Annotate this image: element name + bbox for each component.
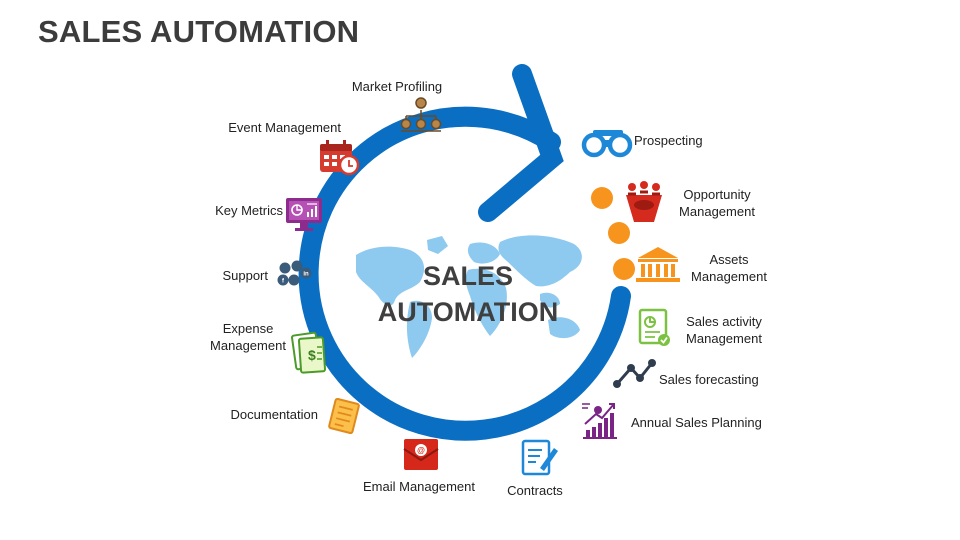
label-event-management: Event Management	[228, 120, 341, 135]
cycle-arrow	[478, 64, 564, 222]
bank-building-icon	[636, 247, 680, 282]
contract-pen-icon	[521, 439, 558, 476]
document-icon	[328, 397, 360, 435]
target-figures-icon	[626, 181, 662, 222]
growth-chart-icon	[582, 403, 617, 439]
label-opportunity-management: Opportunity Management	[672, 186, 762, 220]
svg-text:f: f	[282, 279, 285, 285]
page-title: SALES AUTOMATION	[38, 14, 360, 49]
label-documentation: Documentation	[230, 407, 318, 422]
label-sales-activity-line-2: Management	[686, 331, 762, 346]
label-contracts: Contracts	[507, 483, 563, 498]
label-expense-management: Expense Management	[205, 320, 291, 354]
svg-text:$: $	[308, 347, 316, 363]
label-email-management: Email Management	[363, 479, 475, 494]
email-envelope-icon: @	[403, 439, 439, 470]
label-expense-line-2: Management	[210, 338, 286, 353]
line-graph-icon	[613, 359, 656, 388]
label-opportunity-line-2: Management	[679, 204, 755, 219]
org-chart-icon	[400, 97, 442, 132]
label-support: Support	[222, 268, 268, 283]
label-sales-forecasting: Sales forecasting	[659, 372, 759, 387]
orange-dot-1	[591, 187, 613, 209]
label-assets-line-1: Assets	[709, 252, 749, 267]
receipt-dollar-icon: $	[291, 331, 327, 374]
checklist-chart-icon	[638, 308, 670, 346]
world-map	[356, 235, 582, 358]
label-annual-sales-planning: Annual Sales Planning	[631, 415, 762, 430]
label-expense-line-1: Expense	[222, 321, 274, 336]
orange-dot-2	[608, 222, 630, 244]
label-sales-activity-line-1: Sales activity	[686, 314, 762, 329]
svg-text:in: in	[303, 272, 309, 278]
center-title: SALES AUTOMATION	[348, 258, 588, 330]
social-icons: in f	[277, 260, 312, 286]
label-assets-management: Assets Management	[684, 251, 774, 285]
center-title-line-1: SALES	[422, 261, 514, 291]
label-key-metrics: Key Metrics	[215, 203, 283, 218]
binoculars-icon	[581, 130, 633, 158]
monitor-dashboard-icon	[286, 198, 322, 231]
svg-text:@: @	[417, 446, 425, 455]
calendar-clock-icon	[320, 140, 360, 176]
label-sales-activity-management: Sales activity Management	[676, 313, 772, 347]
orange-dot-3	[613, 258, 635, 280]
center-title-line-2: AUTOMATION	[377, 297, 559, 327]
label-market-profiling: Market Profiling	[351, 79, 443, 94]
label-assets-line-2: Management	[691, 269, 767, 284]
label-opportunity-line-1: Opportunity	[683, 187, 751, 202]
label-prospecting: Prospecting	[634, 133, 703, 148]
